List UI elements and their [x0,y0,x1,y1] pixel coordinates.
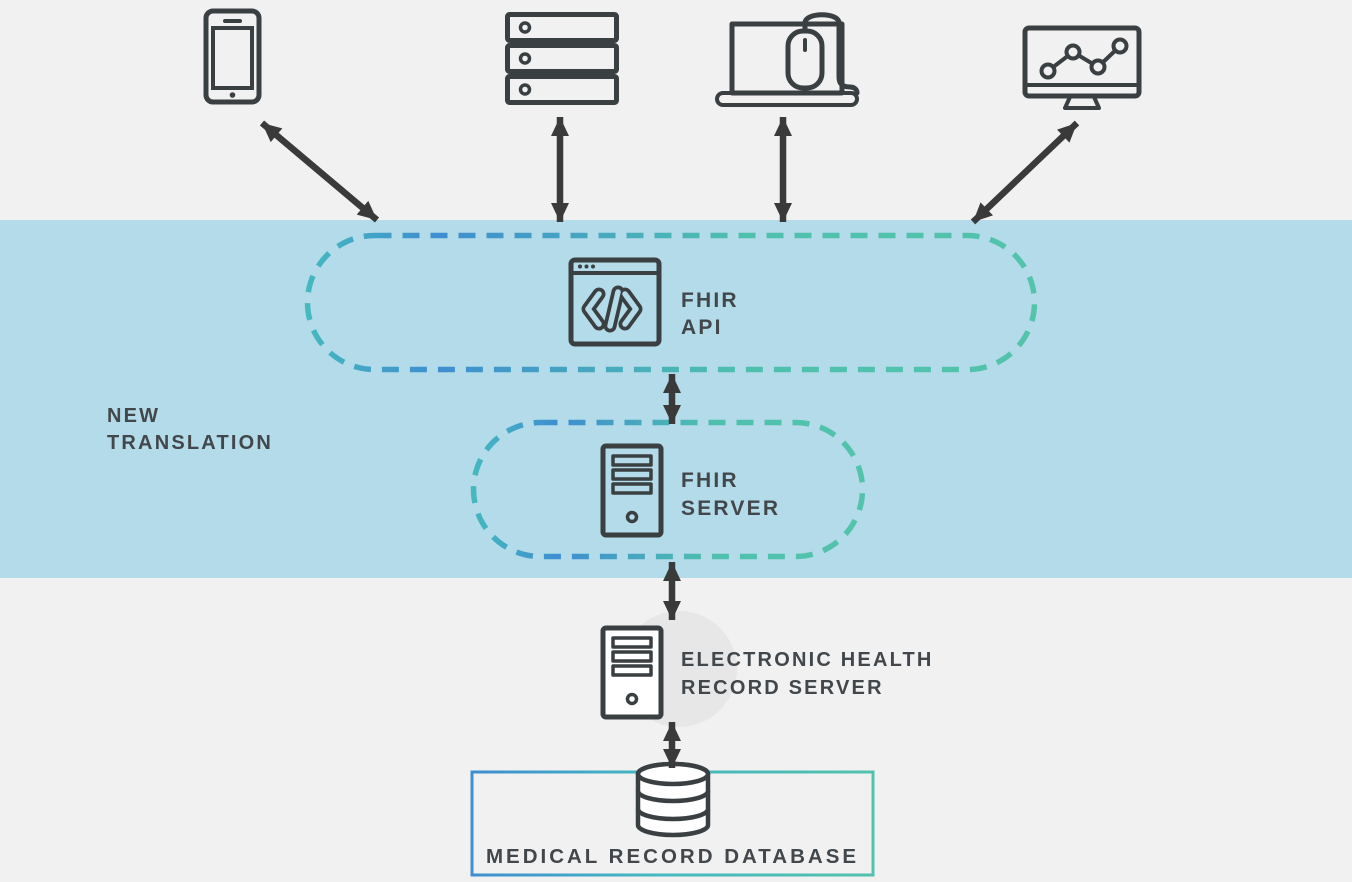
fhir-api-capsule [304,232,1038,373]
fhir-api-label: FHIR API [681,287,739,341]
band-label-line2: TRANSLATION [107,432,274,454]
code-window-icon [568,257,662,347]
ehr-server-label: ELECTRONIC HEALTH RECORD SERVER [681,646,934,702]
server-tower-icon [600,443,664,538]
server-tower-icon [600,625,664,720]
band-label-line1: NEW [107,405,161,427]
database-label-text: MEDICAL RECORD DATABASE [485,845,860,868]
ehr-server-label-line1: ELECTRONIC HEALTH [681,649,934,671]
fhir-api-label-line1: FHIR [681,289,739,312]
server-stack-icon [505,12,619,105]
ehr-server-label-line2: RECORD SERVER [681,677,884,699]
monitor-chart-icon [1022,25,1142,110]
laptop-mouse-icon [715,12,860,107]
fhir-server-label-line1: FHIR [681,469,739,492]
band-label: NEW TRANSLATION [107,403,273,457]
database-label: MEDICAL RECORD DATABASE [470,845,875,869]
fhir-server-label: FHIR SERVER [681,467,780,523]
fhir-api-label-line2: API [681,316,723,339]
database-cylinder-icon [635,761,711,838]
arrow-smartphone-band [259,120,380,223]
smartphone-icon [203,8,262,105]
arrow-monitor-band [970,120,1080,225]
fhir-server-label-line2: SERVER [681,497,781,520]
